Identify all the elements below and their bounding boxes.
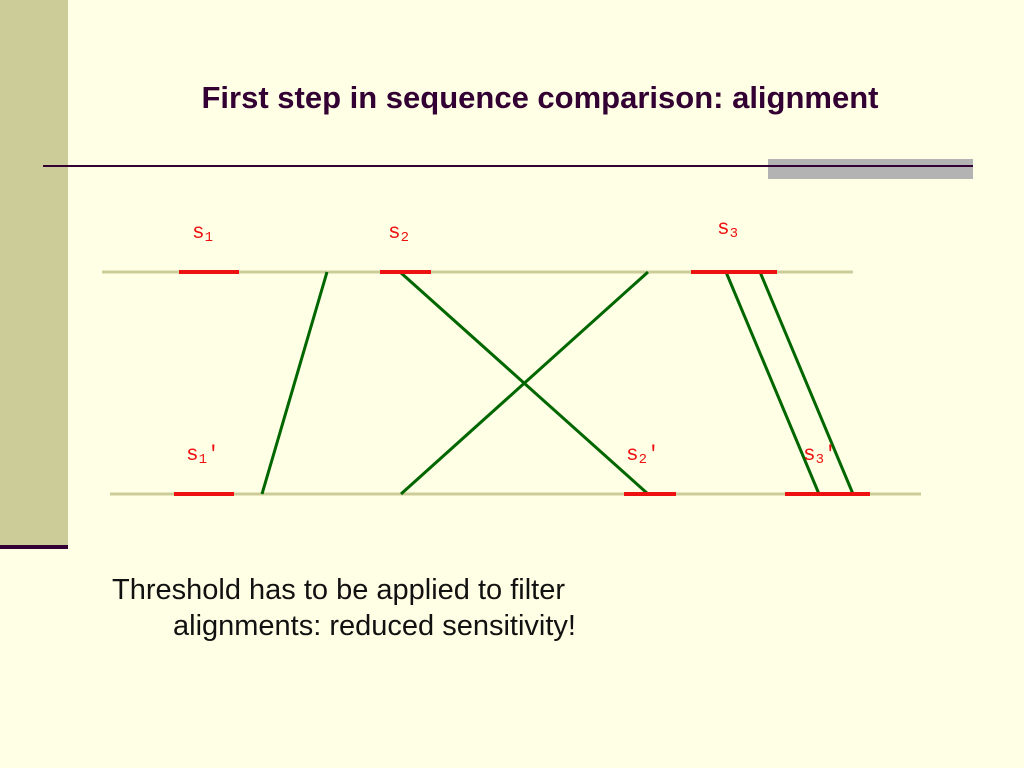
label-s3: s3 (717, 218, 738, 242)
slide-caption: Threshold has to be applied to filter al… (112, 572, 732, 644)
label-s3-prime: s3′ (803, 444, 837, 468)
caption-line-2: alignments: reduced sensitivity! (173, 610, 576, 642)
slide-title: First step in sequence comparison: align… (201, 80, 879, 115)
alignment-line-4 (724, 271, 821, 495)
alignment-line-3 (399, 270, 650, 496)
title-divider (43, 165, 973, 167)
label-s2-prime: s2′ (626, 444, 660, 468)
alignment-line-1 (260, 271, 329, 495)
caption-line-1: Threshold has to be applied to filter (112, 574, 565, 606)
label-s2: s2 (388, 222, 409, 246)
label-s1-prime: s1′ (186, 444, 220, 468)
label-s1: s1 (192, 222, 213, 246)
sidebar-decoration (0, 0, 68, 545)
title-divider-accent (768, 159, 973, 179)
sidebar-base-line (0, 545, 68, 549)
alignment-line-5 (758, 271, 855, 495)
